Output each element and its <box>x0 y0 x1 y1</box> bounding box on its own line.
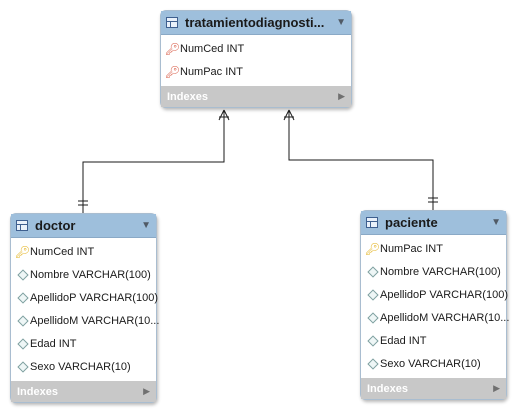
column-diamond-icon <box>366 288 379 301</box>
foreign-key-icon: 🔑︎ <box>164 64 181 79</box>
table-title: paciente <box>385 215 438 230</box>
table-title: doctor <box>35 218 76 233</box>
column-diamond-icon <box>366 334 379 347</box>
indexes-label: Indexes <box>167 90 208 103</box>
crowfoot-right <box>223 109 230 121</box>
column-label: Sexo VARCHAR(10) <box>30 360 131 373</box>
column-label: Edad INT <box>30 337 77 350</box>
column-diamond-icon <box>366 265 379 278</box>
column-label: ApellidoP VARCHAR(100) <box>380 288 508 301</box>
table-header[interactable]: paciente ▼ <box>361 211 506 235</box>
column-diamond-icon <box>16 291 29 304</box>
column-label: NumCed INT <box>30 245 95 258</box>
primary-key-icon: 🔑︎ <box>14 244 31 259</box>
indexes-bar[interactable]: Indexes ▶ <box>11 381 156 402</box>
column-list: 🔑︎ NumPac INT Nombre VARCHAR(100) Apelli… <box>361 235 510 378</box>
column-label: Nombre VARCHAR(100) <box>30 268 151 281</box>
column-row[interactable]: 🔑︎ NumPac INT <box>161 60 351 83</box>
column-diamond-icon <box>366 311 379 324</box>
column-row[interactable]: Sexo VARCHAR(10) <box>11 355 156 378</box>
column-row[interactable]: ApellidoP VARCHAR(100) <box>11 286 158 309</box>
column-diamond-icon <box>16 268 29 281</box>
column-label: Edad INT <box>380 334 427 347</box>
collapse-arrow-icon[interactable]: ▼ <box>491 217 501 228</box>
column-row[interactable]: ApellidoM VARCHAR(10... <box>361 306 510 329</box>
table-icon <box>16 220 28 231</box>
column-label: Nombre VARCHAR(100) <box>380 265 501 278</box>
column-row[interactable]: 🔑︎ NumPac INT <box>361 237 506 260</box>
column-row[interactable]: Edad INT <box>361 329 506 352</box>
column-label: NumPac INT <box>180 65 243 78</box>
column-diamond-icon <box>16 360 29 373</box>
column-row[interactable]: ApellidoP VARCHAR(100) <box>361 283 508 306</box>
expand-arrow-icon[interactable]: ▶ <box>338 91 345 101</box>
column-label: NumCed INT <box>180 42 245 55</box>
column-row[interactable]: Nombre VARCHAR(100) <box>361 260 506 283</box>
column-list: 🔑︎ NumCed INT 🔑︎ NumPac INT <box>161 35 351 86</box>
collapse-arrow-icon[interactable]: ▼ <box>336 17 346 28</box>
table-icon <box>366 217 378 228</box>
table-header[interactable]: doctor ▼ <box>11 214 156 238</box>
relationship-tratamiento-paciente[interactable] <box>283 109 438 210</box>
collapse-arrow-icon[interactable]: ▼ <box>141 220 151 231</box>
table-doctor[interactable]: doctor ▼ 🔑︎ NumCed INT Nombre VARCHAR(10… <box>10 213 160 403</box>
crowfoot-left <box>218 109 225 121</box>
column-label: ApellidoP VARCHAR(100) <box>30 291 158 304</box>
indexes-label: Indexes <box>17 385 58 398</box>
column-list: 🔑︎ NumCed INT Nombre VARCHAR(100) Apelli… <box>11 238 160 381</box>
column-row[interactable]: Nombre VARCHAR(100) <box>11 263 156 286</box>
table-icon <box>166 17 178 28</box>
column-row[interactable]: Sexo VARCHAR(10) <box>361 352 506 375</box>
table-tratamientodiagnostico[interactable]: tratamientodiagnosti... ▼ 🔑︎ NumCed INT … <box>160 10 352 108</box>
column-row[interactable]: Edad INT <box>11 332 156 355</box>
foreign-key-icon: 🔑︎ <box>164 41 181 56</box>
column-diamond-icon <box>16 337 29 350</box>
crowfoot-right <box>288 109 295 121</box>
column-diamond-icon <box>366 357 379 370</box>
indexes-label: Indexes <box>367 382 408 395</box>
expand-arrow-icon[interactable]: ▶ <box>493 383 500 393</box>
indexes-bar[interactable]: Indexes ▶ <box>361 378 506 399</box>
column-diamond-icon <box>16 314 29 327</box>
table-title: tratamientodiagnosti... <box>185 15 325 30</box>
relationship-tratamiento-doctor[interactable] <box>78 109 230 213</box>
table-paciente[interactable]: paciente ▼ 🔑︎ NumPac INT Nombre VARCHAR(… <box>360 210 510 400</box>
crowfoot-left <box>283 109 290 121</box>
table-header[interactable]: tratamientodiagnosti... ▼ <box>161 11 351 35</box>
column-row[interactable]: 🔑︎ NumCed INT <box>161 37 351 60</box>
column-label: ApellidoM VARCHAR(10... <box>30 314 160 327</box>
column-row[interactable]: 🔑︎ NumCed INT <box>11 240 156 263</box>
column-label: Sexo VARCHAR(10) <box>380 357 481 370</box>
expand-arrow-icon[interactable]: ▶ <box>143 386 150 396</box>
column-row[interactable]: ApellidoM VARCHAR(10... <box>11 309 160 332</box>
column-label: ApellidoM VARCHAR(10... <box>380 311 510 324</box>
indexes-bar[interactable]: Indexes ▶ <box>161 86 351 107</box>
column-label: NumPac INT <box>380 242 443 255</box>
primary-key-icon: 🔑︎ <box>364 241 381 256</box>
